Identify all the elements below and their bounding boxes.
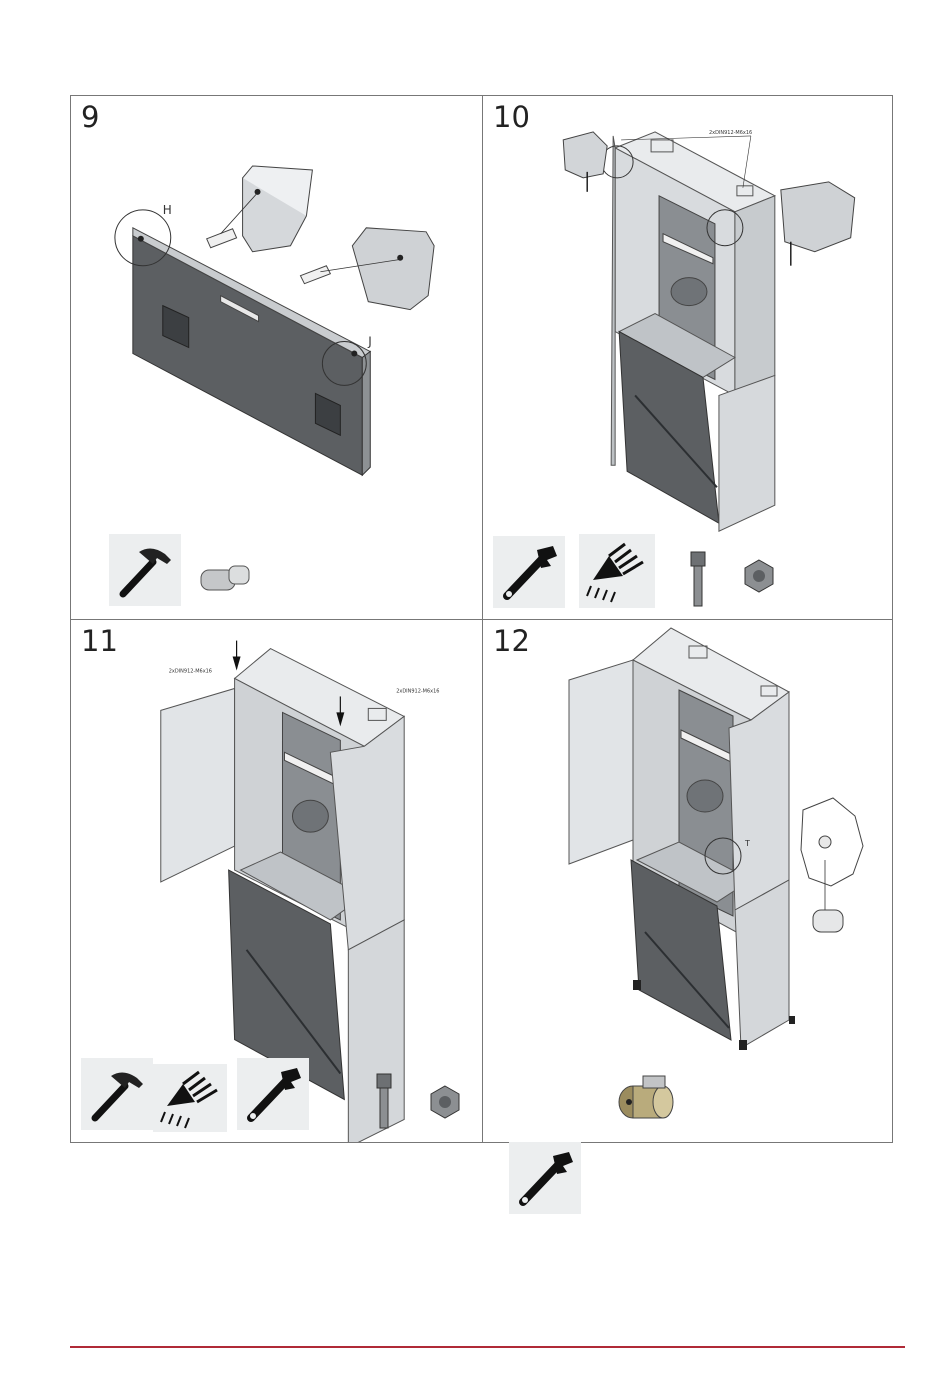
wrench-icon xyxy=(237,1058,309,1130)
hex-nut-icon xyxy=(425,1082,465,1122)
annotation-bolts-10: 2xDIN912-M6x16 xyxy=(709,130,752,136)
step-number: 10 xyxy=(493,100,530,134)
hex-bolt-icon xyxy=(679,548,713,612)
step-9-panel: H J 9 xyxy=(71,96,483,620)
hex-nut-icon xyxy=(739,556,779,596)
step-number: 12 xyxy=(493,624,530,658)
annotation-bolts-11-right: 2xDIN912-M6x16 xyxy=(396,688,439,694)
hex-key-set-icon xyxy=(153,1064,227,1132)
step-12-illustration: T xyxy=(483,620,892,1142)
step-number: 11 xyxy=(81,624,118,658)
assembly-steps-grid: H J 9 xyxy=(70,95,893,1143)
footer-rule xyxy=(70,1346,905,1348)
callout-h: H xyxy=(163,203,172,217)
hex-bolt-icon xyxy=(365,1070,399,1134)
wrench-icon xyxy=(493,536,565,608)
hammer-icon xyxy=(81,1058,153,1130)
callout-t: T xyxy=(744,839,750,848)
dowel-pin-icon xyxy=(195,556,255,600)
cylinder-lock-icon xyxy=(613,1068,679,1124)
wrench-icon xyxy=(509,1142,581,1214)
step-10-panel: 2xDIN912-M6x16 10 xyxy=(483,96,892,620)
step-12-panel: T 12 xyxy=(483,620,892,1142)
step-11-panel: 2xDIN912-M6x16 2xDIN912-M6x16 11 xyxy=(71,620,483,1142)
annotation-bolts-11-left: 2xDIN912-M6x16 xyxy=(169,669,212,675)
hex-key-set-icon xyxy=(579,534,655,608)
step-number: 9 xyxy=(81,100,99,134)
hammer-icon xyxy=(109,534,181,606)
callout-j: J xyxy=(367,335,372,349)
